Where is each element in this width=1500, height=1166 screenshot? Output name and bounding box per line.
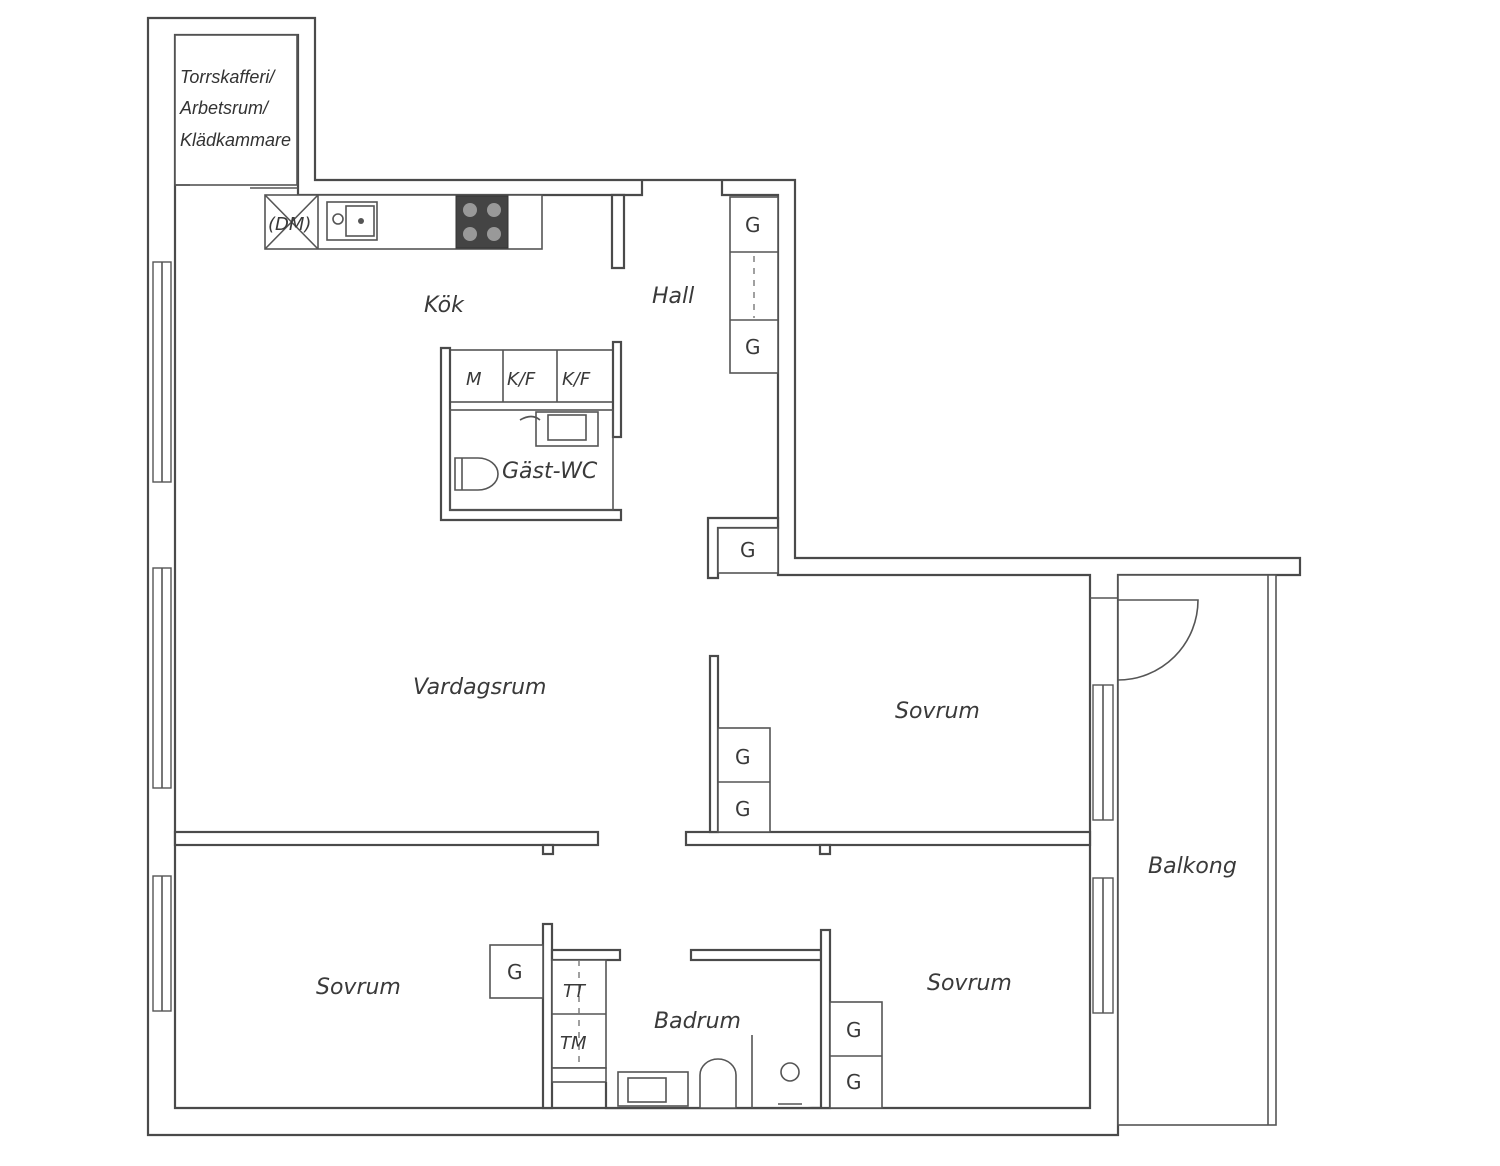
fridge-freezer-label-2: K/F bbox=[562, 369, 591, 390]
right-windows bbox=[1092, 684, 1114, 1014]
kitchen-counter bbox=[264, 193, 626, 270]
interior-walls bbox=[173, 654, 1092, 1110]
balcony bbox=[1090, 574, 1277, 1126]
vardagsrum-label: Vardagsrum bbox=[413, 675, 546, 700]
hall-label: Hall bbox=[652, 284, 694, 309]
fixture-labels: (DM) M K/F K/F G G G G G G G G TT TM bbox=[268, 213, 862, 1094]
balkong-label: Balkong bbox=[1148, 854, 1237, 879]
sovrum-right-label: Sovrum bbox=[895, 699, 980, 724]
kok-label: Kök bbox=[424, 293, 465, 318]
storage-room bbox=[174, 34, 298, 189]
wardrobe-label: G bbox=[745, 213, 761, 237]
sovrum-bottom-right-label: Sovrum bbox=[927, 971, 1012, 996]
storage-label-line2: Arbetsrum/ bbox=[179, 98, 270, 118]
wardrobe-label: G bbox=[745, 335, 761, 359]
left-windows bbox=[152, 261, 172, 1012]
wardrobe-label: G bbox=[846, 1018, 862, 1042]
appliance-block bbox=[449, 340, 623, 439]
hall-wardrobes bbox=[706, 196, 780, 580]
badrum-label: Badrum bbox=[654, 1009, 741, 1034]
wardrobe-label: G bbox=[740, 538, 756, 562]
wardrobe-label: G bbox=[846, 1070, 862, 1094]
microwave-label: M bbox=[466, 369, 482, 390]
wardrobe-label: G bbox=[735, 797, 751, 821]
room-labels: Torrskafferi/ Arbetsrum/ Klädkammare Kök… bbox=[179, 67, 1237, 1034]
washing-machine-label: TM bbox=[560, 1033, 587, 1054]
wardrobe-label: G bbox=[507, 960, 523, 984]
sovrum-left-label: Sovrum bbox=[316, 975, 401, 1000]
fridge-freezer-label-1: K/F bbox=[507, 369, 536, 390]
storage-label-line1: Torrskafferi/ bbox=[180, 67, 276, 87]
guest-wc bbox=[439, 346, 623, 522]
wardrobe-label: G bbox=[735, 745, 751, 769]
dishwasher-label: (DM) bbox=[268, 214, 311, 235]
storage-label-line3: Klädkammare bbox=[180, 130, 291, 150]
tumble-dryer-label: TT bbox=[563, 981, 587, 1002]
gast-wc-label: Gäst-WC bbox=[502, 459, 598, 484]
